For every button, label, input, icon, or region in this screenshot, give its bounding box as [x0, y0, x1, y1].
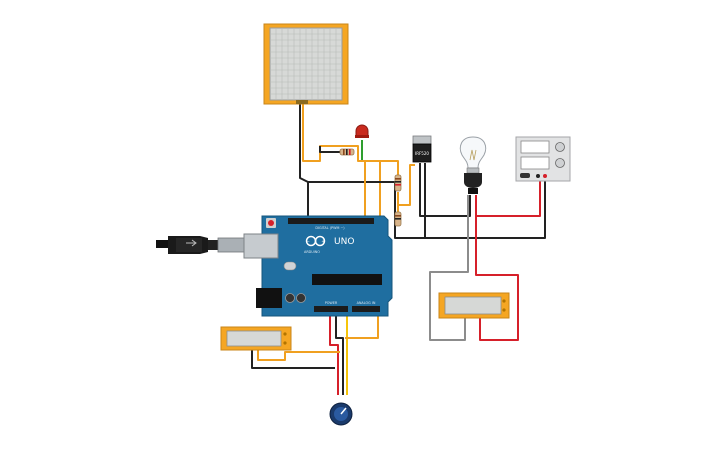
- usb-cable: [156, 236, 245, 254]
- mosfet-label: IRF520: [415, 151, 429, 156]
- capacitor-2: [296, 293, 306, 303]
- lcd-display-left[interactable]: [220, 326, 292, 351]
- digital-header-label: DIGITAL (PWM ~): [315, 226, 345, 230]
- pot-indicator-icon: [340, 407, 347, 415]
- wire-sensor-orange[interactable]: [302, 103, 381, 216]
- wires: [251, 103, 546, 395]
- reset-button[interactable]: [268, 220, 274, 226]
- power-switch[interactable]: [520, 173, 530, 178]
- red-led[interactable]: [355, 124, 369, 138]
- gate-resistor[interactable]: [394, 174, 402, 192]
- voltage-display: [520, 140, 550, 154]
- wire-mosfet-orange3[interactable]: [398, 164, 415, 206]
- sensor-grid: [270, 28, 342, 100]
- touch-sensor-module[interactable]: [263, 23, 349, 105]
- terminal-negative[interactable]: [536, 174, 540, 178]
- svg-text:−: −: [306, 239, 309, 244]
- voltage-knob-icon[interactable]: [555, 142, 565, 152]
- analog-header-label: ANALOG IN: [357, 301, 376, 305]
- usb-port: [243, 233, 279, 259]
- wire-lamp-gray[interactable]: [429, 195, 469, 341]
- light-bulb[interactable]: [459, 136, 487, 194]
- lcd-screen-left: [226, 330, 282, 347]
- lcd-screen-right: [444, 296, 502, 315]
- pulldown-resistor[interactable]: [394, 211, 402, 227]
- led-resistor[interactable]: [339, 148, 355, 156]
- wire-lcd-orange[interactable]: [257, 350, 340, 361]
- crystal: [283, 261, 297, 271]
- potentiometer[interactable]: [329, 402, 353, 426]
- mosfet-transistor[interactable]: IRF520: [412, 135, 432, 163]
- board-brand-text: ARDUINO: [304, 250, 320, 254]
- digital-header: [288, 218, 374, 224]
- wire-lcd-black[interactable]: [251, 350, 335, 369]
- svg-text:+: +: [321, 239, 324, 244]
- wire-lcd-orange2[interactable]: [345, 312, 379, 339]
- power-header: [314, 306, 348, 312]
- power-header-label: POWER: [325, 301, 338, 305]
- arduino-uno-board[interactable]: DIGITAL (PWM ~) − + UNO ARDUINO POWER AN…: [243, 215, 393, 317]
- current-display: [520, 156, 550, 170]
- analog-header: [352, 306, 380, 312]
- current-knob-icon[interactable]: [555, 158, 565, 168]
- wire-gnd-bus[interactable]: [308, 178, 546, 239]
- wire-led-black[interactable]: [319, 146, 342, 153]
- wire-pot-red[interactable]: [329, 312, 339, 395]
- board-logo: − +: [305, 235, 326, 247]
- lcd-display-right[interactable]: [438, 292, 510, 319]
- terminal-positive[interactable]: [543, 174, 547, 178]
- power-supply[interactable]: [515, 136, 571, 182]
- board-logo-text: UNO: [334, 237, 354, 247]
- wire-sensor-black[interactable]: [299, 103, 309, 216]
- sensor-pins: [296, 100, 308, 104]
- power-jack: [256, 288, 282, 308]
- wire-mosfet-drain[interactable]: [419, 163, 471, 217]
- wire-lamp-red2[interactable]: [475, 216, 519, 341]
- microcontroller-chip: [312, 274, 382, 285]
- wire-lamp-red[interactable]: [475, 178, 541, 217]
- usb-icon: [186, 239, 197, 247]
- capacitor-1: [285, 293, 295, 303]
- wire-mosfet-orange[interactable]: [358, 160, 399, 175]
- wire-pot-black[interactable]: [335, 312, 344, 395]
